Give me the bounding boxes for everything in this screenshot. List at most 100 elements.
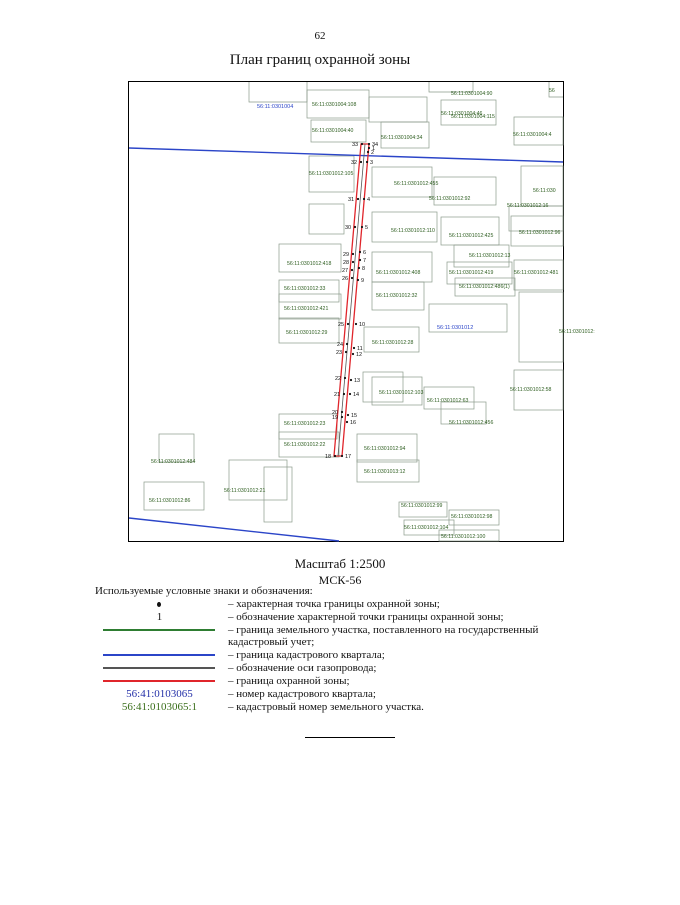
zone-point-dot — [346, 413, 350, 417]
parcel-label: 56:11:0301004:34 — [381, 135, 423, 141]
parcel-label: 56:11:030 — [533, 188, 556, 194]
zone-point-number: 24 — [337, 342, 343, 348]
legend-text: – характерная точка границы охранной зон… — [227, 598, 440, 610]
gas-pipe-axis — [337, 143, 366, 457]
zone-point-dot — [365, 160, 369, 164]
zone-point-dot — [340, 415, 344, 419]
legend-text: – граница охранной зоны; — [227, 675, 350, 687]
legend-symbol: 56:41:0103065 — [95, 688, 224, 700]
parcel-outline — [371, 211, 438, 243]
legend-row: – граница кадастрового квартала; — [95, 649, 595, 661]
zone-point-dot — [357, 266, 361, 270]
legend-row: 56:41:0103065:1 – кадастровый номер земел… — [95, 701, 595, 713]
legend-symbol: 1 — [95, 611, 224, 623]
parcel-label: 56:11:0301012:94 — [364, 446, 406, 452]
parcel-outline — [448, 509, 500, 526]
zone-point-dot — [351, 260, 355, 264]
parcel-outline — [158, 433, 195, 463]
parcel-outline — [278, 279, 340, 303]
parcel-label: 56:11:0301012:63 — [427, 398, 469, 404]
parcel-outline — [520, 165, 564, 207]
zone-point-dot — [340, 454, 344, 458]
zone-point-dot — [343, 376, 347, 380]
zone-point-dot — [333, 454, 337, 458]
line-swatch — [103, 629, 216, 631]
line-swatch — [103, 680, 216, 682]
zone-point-dot — [358, 250, 362, 254]
parcel-outline — [423, 386, 475, 410]
parcel-label: 56:11:0301004:90 — [451, 91, 493, 97]
parcel-label: 56:11:0301012:58 — [510, 387, 552, 393]
zone-point-dot — [351, 252, 355, 256]
legend-row: 1 – обозначение характерной точки границы… — [95, 611, 595, 623]
zone-point-number: 22 — [335, 376, 341, 382]
zone-point-dot — [358, 258, 362, 262]
zone-point-dot — [348, 392, 352, 396]
zone-point-number: 27 — [342, 268, 348, 274]
line-swatch — [103, 667, 216, 669]
parcel-label: 56:11:0301012:408 — [376, 270, 420, 276]
zone-point-number: 1 — [372, 146, 375, 152]
zone-point-number: 9 — [361, 278, 364, 284]
zone-point-number: 28 — [343, 260, 349, 266]
parcel-outline — [398, 501, 448, 518]
quarter-boundary-line — [128, 147, 564, 163]
zone-point-dot — [349, 378, 353, 382]
parcel-outline — [248, 82, 308, 103]
legend-symbol-text: 56:41:0103065:1 — [121, 701, 198, 713]
zone-point-number: 25 — [338, 322, 344, 328]
parcel-outline — [371, 281, 425, 311]
parcel-label: 56:11:0301004:108 — [312, 102, 356, 108]
quarter-label: 56:11:0301004 — [257, 104, 293, 110]
legend-text: – кадастровый номер земельного участка. — [227, 701, 424, 713]
map-scale: Масштаб 1:2500 — [294, 556, 386, 571]
zone-point-dot — [344, 350, 348, 354]
zone-point-number: 26 — [342, 276, 348, 282]
zone-point-dot — [356, 197, 360, 201]
parcel-label: 56:11:0301012:104 — [404, 525, 448, 531]
parcel-label: 56:11:0301012:21 — [224, 488, 266, 494]
zone-point-number: 5 — [365, 225, 368, 231]
parcel-label: 56:11:0301012:13 — [469, 253, 511, 259]
legend-symbol: 56:41:0103065:1 — [95, 701, 224, 713]
cadastral-map: 1819202122232425262728293031323312345678… — [128, 82, 595, 542]
legend-symbol-text: 56:41:0103065 — [126, 688, 193, 700]
signature-rule — [305, 737, 395, 738]
parcel-label: 56:11:0301004:4 — [513, 132, 552, 138]
zone-point-number: 10 — [359, 322, 365, 328]
zone-point-number: 34 — [372, 142, 378, 148]
map-labels: 56:11:030100456:11:030101256:11:0301004:… — [149, 88, 595, 540]
parcel-label: 56:11:0301012:419 — [449, 270, 493, 276]
parcel-label: 56:11:0301012:16 — [507, 203, 549, 209]
legend-row: – характерная точка границы охранной зон… — [95, 598, 595, 610]
parcel-label: 56:11:0301012:418 — [287, 261, 331, 267]
parcel-outline — [440, 401, 487, 425]
parcel-label: 56:11:0301012:96 — [519, 230, 561, 236]
legend-symbol-text: 1 — [156, 611, 163, 623]
zone-point-dot — [346, 322, 350, 326]
legend-text: – обозначение характерной точки границы … — [227, 611, 504, 623]
parcel-outline — [278, 317, 340, 344]
parcel-label: 56:11:0301012:86 — [149, 498, 191, 504]
parcel-outline — [143, 481, 205, 511]
zone-point-number: 32 — [351, 160, 357, 166]
parcel-outline — [518, 291, 564, 363]
parcel-label: 56:11:0301012:425 — [449, 233, 493, 239]
legend-text: – номер кадастрового квартала; — [227, 688, 376, 700]
parcel-outline — [403, 519, 455, 536]
zone-point-number: 23 — [336, 350, 342, 356]
parcel-label: 56:11:0301012:421 — [284, 306, 328, 312]
parcel-label: 56:11:0301004:115 — [451, 114, 495, 120]
parcel-label: 56:11:0301013:12 — [364, 469, 406, 475]
parcel-outline — [548, 82, 563, 98]
parcel-outline — [278, 293, 342, 320]
parcel-label: 56:11:0301012: — [559, 329, 595, 335]
zone-point-number: 3 — [370, 160, 373, 166]
zone-point-number: 13 — [354, 378, 360, 384]
parcel-label: 56:11:0301012:486(1) — [459, 284, 510, 290]
zone-point-dot — [354, 322, 358, 326]
parcel-outline — [308, 203, 345, 235]
plan-title: План границ охранной зоны — [229, 52, 411, 68]
zone-point-dot — [359, 160, 363, 164]
zone-point-dot — [345, 342, 349, 346]
